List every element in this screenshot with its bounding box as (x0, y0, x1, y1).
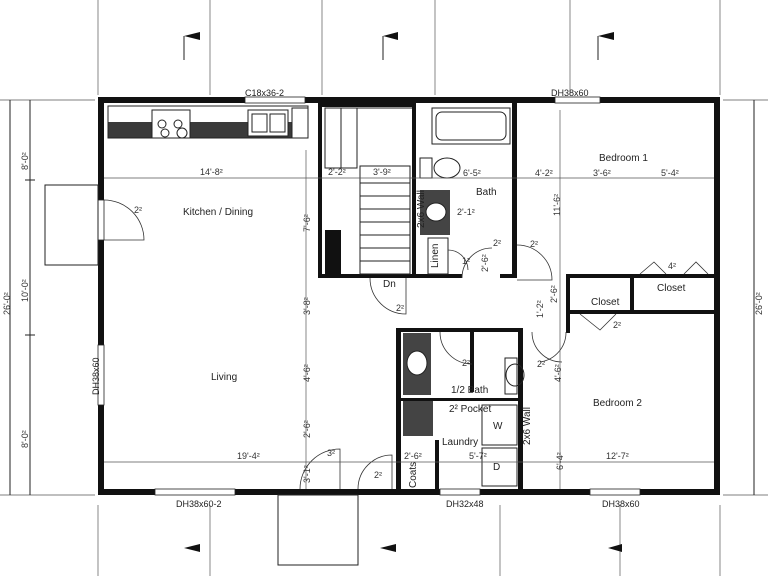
dim-closet-a: 1'-2² (535, 300, 545, 318)
dim-left-upper: 8'-0² (20, 152, 30, 170)
window-label-laundry-bottom: DH32x48 (446, 499, 484, 509)
window-label-kitchen: C18x36-2 (245, 88, 284, 98)
room-label-living: Living (211, 372, 237, 383)
dim-door-bed2: 2² (537, 359, 545, 369)
room-label-closet1: Closet (591, 297, 620, 308)
room-label-bath: Bath (476, 187, 497, 198)
dim-bed2-depth: 6'-4² (555, 452, 565, 470)
dim-laundry-b: 5'-7² (469, 451, 487, 461)
wall-label-2x6-upper: 2x6 Wall (416, 190, 427, 228)
room-label-dryer: D (493, 462, 500, 473)
dim-bed1-b: 3'-6² (593, 168, 611, 178)
room-label-closet2: Closet (657, 283, 686, 294)
flag-icon (380, 544, 396, 552)
dim-bed1-a: 4'-2² (535, 168, 553, 178)
dim-stair-b: 3'-9² (373, 167, 391, 177)
dim-door-half-bath: 2² (462, 358, 470, 368)
dim-closet-b: 2'-6² (549, 285, 559, 303)
dim-door-bath: 2² (493, 238, 501, 248)
dim-door-dn: 2² (396, 303, 404, 313)
dim-bed1-depth: 11'-6² (552, 194, 562, 216)
dim-stair-a: 2'-2² (328, 167, 346, 177)
stairs (324, 107, 412, 275)
flag-icon (608, 544, 622, 552)
flag-icon (184, 544, 200, 552)
room-label-laundry: Laundry (442, 437, 478, 448)
dim-bed2-upper: 4'-6² (553, 364, 563, 382)
dim-hall-depth: 3'-8² (302, 297, 312, 315)
dim-living-width: 19'-4² (237, 451, 260, 461)
bath-fixtures (403, 107, 525, 487)
dim-closet-width: 4² (668, 261, 676, 271)
dim-left-mid: 10'-0² (20, 279, 30, 302)
dim-door-entry: 3² (327, 448, 335, 458)
interior-walls (318, 103, 714, 490)
kitchen-counter (107, 105, 309, 139)
window-label-bedroom-top: DH38x60 (551, 88, 589, 98)
dim-bath-width: 6'-5² (463, 168, 481, 178)
dim-left-lower: 8'-0² (20, 430, 30, 448)
dim-door-bed1: 2² (530, 239, 538, 249)
dim-bed2-width: 12'-7² (606, 451, 629, 461)
dim-kitchen-width: 14'-8² (200, 167, 223, 177)
entry-steps (44, 184, 359, 566)
dim-door-kitchen: 2² (134, 205, 142, 215)
dim-linen-small: 1² (462, 256, 470, 266)
dim-entry: 3'-1² (302, 465, 312, 483)
dim-linen-door: 2'-6² (480, 254, 490, 272)
dim-left-total: 26'-0² (2, 292, 12, 315)
dim-kitchen-depth: 7'-6² (302, 214, 312, 232)
room-label-kitchen: Kitchen / Dining (183, 207, 253, 218)
dim-right-total: 26'-0² (754, 292, 764, 315)
dim-bed1-c: 5'-4² (661, 168, 679, 178)
room-label-coats: Coats (408, 462, 419, 488)
window-label-bedroom-bottom: DH38x60 (602, 499, 640, 509)
flag-icon (184, 32, 200, 40)
dim-door-coats: 2² (374, 470, 382, 480)
room-label-bedroom1: Bedroom 1 (599, 153, 648, 164)
wall-label-2x6-lower: 2x6 Wall (522, 407, 533, 445)
window-label-living-bottom: DH38x60-2 (176, 499, 222, 509)
room-label-bedroom2: Bedroom 2 (593, 398, 642, 409)
room-label-linen: Linen (430, 244, 441, 268)
dim-living-lower: 2'-6² (302, 420, 312, 438)
flag-icon (383, 32, 398, 40)
dimension-lines (104, 110, 714, 489)
room-label-half-bath: 1/2 Bath (451, 385, 488, 396)
room-label-washer: W (493, 421, 503, 432)
room-label-pocket: 2² Pocket (449, 404, 491, 415)
window-label-living-left: DH38x60 (91, 357, 101, 395)
dim-door-closet: 2² (613, 320, 621, 330)
dim-bath-depth: 2'-1² (457, 207, 475, 217)
flag-icon (598, 32, 614, 40)
dim-living-depth: 4'-6² (302, 364, 312, 382)
door-swings (103, 199, 709, 490)
dim-laundry-a: 2'-6² (404, 451, 422, 461)
room-label-down: Dn (383, 279, 396, 290)
exterior-walls (97, 96, 720, 496)
